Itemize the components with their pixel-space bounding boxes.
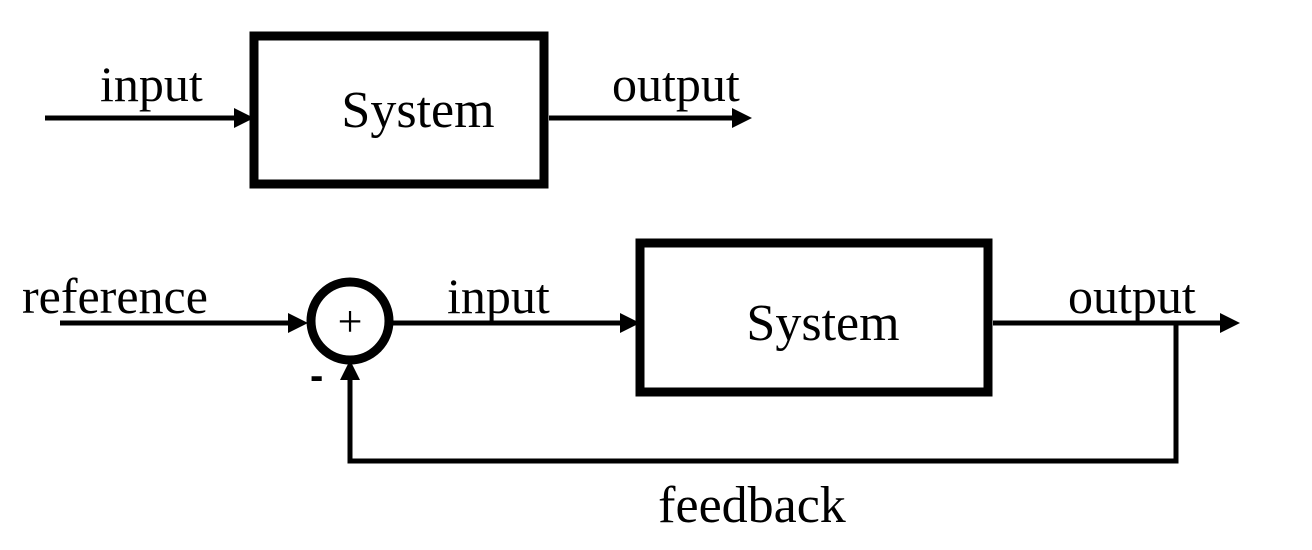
feedback-label: feedback [658,477,846,534]
open-loop-system-label: System [341,82,494,139]
closed-loop-system-label: System [746,295,899,352]
open-loop-system-block [249,31,549,189]
reference-label: reference [22,268,208,324]
closed-loop-input-arrowhead [620,313,640,333]
feedback-arrowhead [340,360,360,380]
closed-loop-output-arrowhead [1220,313,1240,333]
closed-loop-output-label: output [1068,268,1196,324]
open-loop-diagram: input System output [45,31,752,189]
reference-arrowhead [288,313,308,333]
summing-plus-sign: + [338,297,363,346]
open-loop-input-label: input [100,56,203,112]
closed-loop-diagram: reference + - input System output feedba… [22,238,1240,534]
feedback-path [347,323,1179,464]
open-loop-output-label: output [612,56,740,112]
open-loop-output-arrowhead [732,108,752,128]
feedback-minus-sign: - [310,354,323,398]
closed-loop-input-label: input [447,268,550,324]
closed-loop-system-block [635,238,993,397]
open-loop-input-arrowhead [234,108,254,128]
